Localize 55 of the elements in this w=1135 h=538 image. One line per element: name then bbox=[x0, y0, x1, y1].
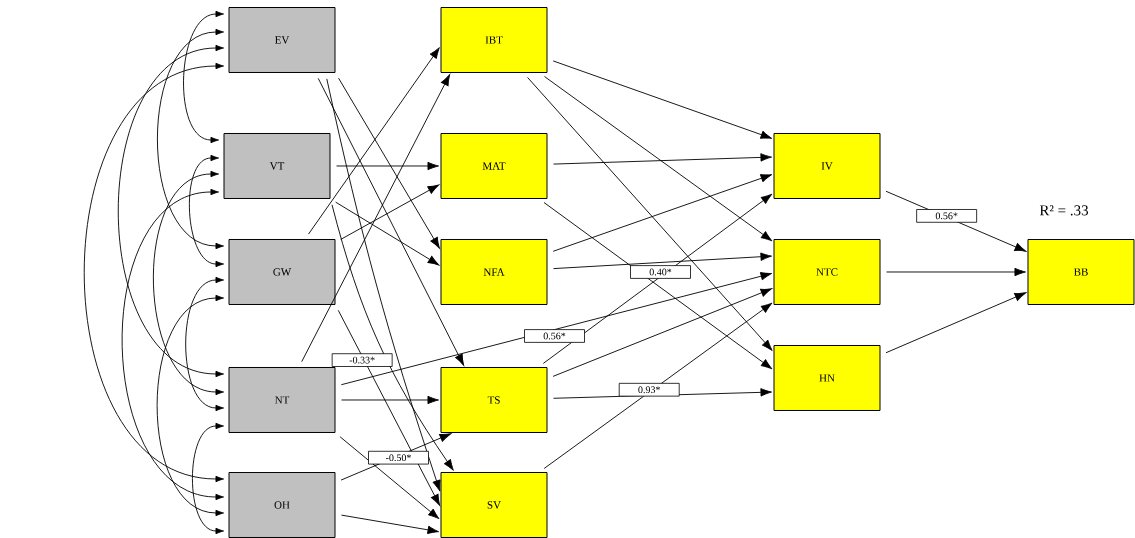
r-squared-label: R² = .33 bbox=[1039, 205, 1088, 216]
arrow bbox=[301, 74, 451, 363]
arrow bbox=[338, 77, 440, 249]
arrow bbox=[183, 10, 224, 144]
arrow bbox=[340, 184, 440, 240]
arrow bbox=[156, 294, 224, 517]
arrow bbox=[543, 302, 773, 469]
variable-box: NFA bbox=[440, 239, 548, 305]
variable-box: GW bbox=[228, 239, 336, 305]
arrow bbox=[341, 514, 439, 535]
variable-box: IV bbox=[773, 133, 881, 199]
arrow bbox=[331, 204, 454, 471]
variable-box: NTC bbox=[773, 239, 881, 305]
arrow bbox=[886, 267, 1026, 277]
variable-box: IBT bbox=[440, 7, 548, 73]
variable-box: NT bbox=[228, 367, 336, 433]
variable-box: HN bbox=[773, 345, 881, 411]
arrow bbox=[885, 292, 1027, 354]
edge-label: 0.40* bbox=[630, 265, 691, 279]
arrow bbox=[326, 78, 441, 492]
arrow bbox=[552, 288, 773, 377]
variable-box: MAT bbox=[440, 133, 548, 199]
edge-label: 0.56* bbox=[524, 329, 585, 343]
arrow bbox=[156, 28, 224, 250]
arrow bbox=[117, 44, 224, 378]
arrow bbox=[121, 188, 224, 501]
arrow bbox=[544, 76, 773, 242]
arrow bbox=[527, 77, 773, 351]
arrow bbox=[341, 395, 439, 405]
arrow bbox=[335, 201, 440, 266]
arrow bbox=[152, 170, 224, 396]
arrow bbox=[340, 272, 773, 386]
arrow bbox=[308, 47, 440, 235]
edge-label: 0.93* bbox=[618, 382, 680, 397]
variable-box: VT bbox=[223, 133, 331, 199]
arrow bbox=[189, 154, 224, 268]
edge-label: -0.50* bbox=[368, 450, 429, 465]
arrow bbox=[317, 77, 465, 366]
arrow bbox=[553, 153, 772, 165]
arrow bbox=[337, 309, 441, 506]
edge-label: 0.56* bbox=[916, 209, 978, 223]
arrow bbox=[191, 422, 224, 535]
arrow bbox=[553, 252, 772, 270]
arrow bbox=[552, 174, 773, 252]
edge-label: -0.33* bbox=[331, 353, 393, 367]
variable-box: SV bbox=[440, 472, 548, 538]
variable-box: EV bbox=[228, 7, 336, 73]
arrow bbox=[339, 436, 440, 520]
variable-box: OH bbox=[228, 472, 336, 538]
variable-box: BB bbox=[1027, 239, 1135, 305]
arrow bbox=[83, 62, 224, 483]
arrow bbox=[185, 276, 224, 412]
variable-box: TS bbox=[440, 367, 548, 433]
arrow bbox=[336, 161, 439, 171]
arrow bbox=[552, 60, 773, 139]
